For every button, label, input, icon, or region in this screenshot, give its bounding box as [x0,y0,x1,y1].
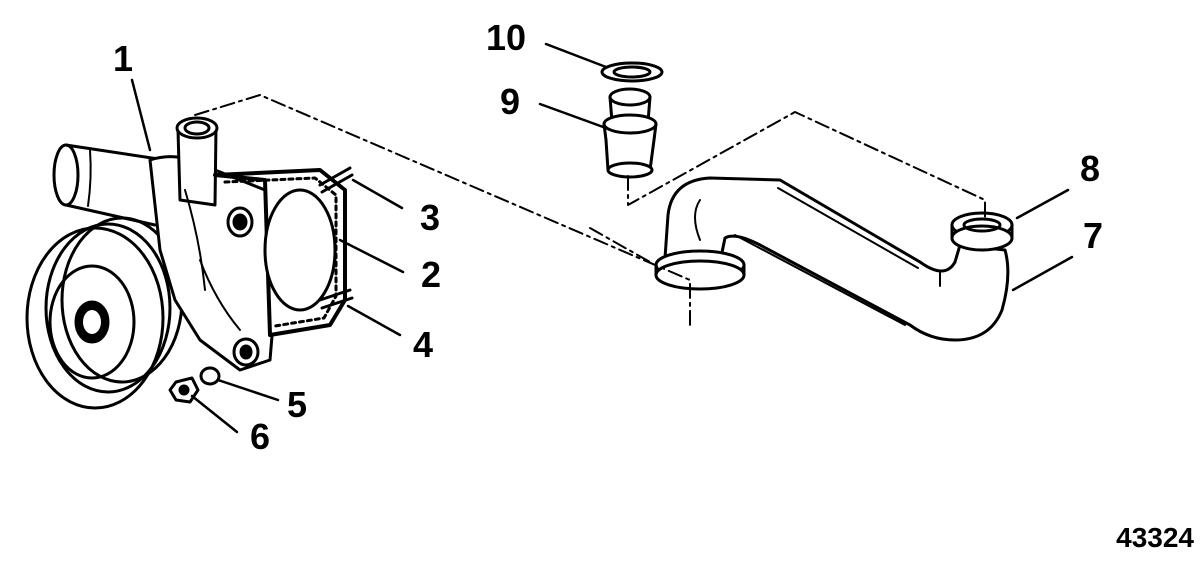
bypass-hose [663,176,1010,342]
callout-8: 8 [1080,148,1101,189]
water-pump-assembly [25,116,354,410]
callout-6: 6 [250,416,271,457]
assembly-lines [194,94,986,326]
hose-clamp-lower [654,249,746,291]
callout-2: 2 [421,254,442,295]
bypass-hose-assembly [600,61,1014,342]
stud-upper [318,166,354,194]
stud-lower [318,288,354,310]
pump-inlet-tube [52,143,167,227]
callout-1: 1 [113,38,134,79]
callout-10: 10 [486,17,527,58]
pump-gasket [213,168,347,337]
leader-lines [130,42,1074,434]
hose-fitting [602,87,658,179]
document-number: 43324 [1116,522,1194,553]
callout-5: 5 [287,384,308,425]
pump-body [148,116,282,372]
callout-4: 4 [413,324,434,365]
callout-7: 7 [1083,215,1104,256]
hose-clamp-upper [950,211,1014,252]
callout-3: 3 [420,197,441,238]
washer [199,366,221,386]
o-ring [600,61,664,83]
callout-9: 9 [500,81,521,122]
